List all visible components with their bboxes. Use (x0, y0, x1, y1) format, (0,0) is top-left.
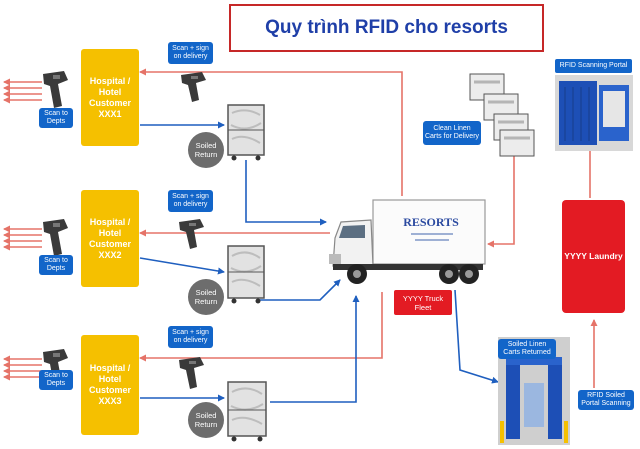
clean-linen-carts-image (468, 72, 536, 158)
rfid-portal-image (555, 75, 633, 151)
rfid-scanner-icon (178, 69, 210, 103)
clean-linen-carts-label: Clean Linen Carts for Delivery (423, 121, 481, 145)
rfid-soiled-portal-label: RFID Soiled Portal Scanning (578, 390, 634, 410)
laundry-box: YYYY Laundry (562, 200, 625, 313)
scan-to-depts-label-3: Scan to Depts (39, 370, 73, 390)
scan-to-depts-label-2: Scan to Depts (39, 255, 73, 275)
soiled-linen-bag-3 (226, 380, 268, 442)
customer-box-2: Hospital / Hotel Customer XXX2 (81, 190, 139, 287)
scan-to-depts-label-1: Scan to Depts (39, 108, 73, 128)
rfid-scanner-icon (40, 346, 72, 388)
rfid-scanning-portal-label: RFID Scanning Portal (555, 59, 632, 73)
soiled-return-label-1: Soiled Return (188, 132, 224, 168)
scan-sign-delivery-label-2: Scan + sign on delivery (168, 190, 213, 212)
delivery-truck-image: RESORTS (327, 196, 487, 288)
scan-sign-delivery-label-1: Scan + sign on delivery (168, 42, 213, 64)
soiled-linen-bag-2 (226, 244, 266, 304)
dept-arrows-3 (3, 355, 42, 381)
truck-fleet-label: YYYY Truck Fleet (394, 290, 452, 315)
page-title: Quy trình RFID cho resorts (229, 4, 544, 52)
rfid-scanner-icon (176, 216, 208, 250)
scan-sign-delivery-label-3: Scan + sign on delivery (168, 326, 213, 348)
return-arrows (139, 121, 499, 403)
customer-box-3: Hospital / Hotel Customer XXX3 (81, 335, 139, 435)
rfid-scanner-icon (40, 216, 72, 258)
soiled-carts-returned-label: Soiled Linen Carts Returned (498, 339, 556, 359)
soiled-return-label-2: Soiled Return (188, 279, 224, 315)
rfid-scanner-icon (40, 68, 72, 110)
customer-box-1: Hospital / Hotel Customer XXX1 (81, 49, 139, 146)
rfid-scanner-icon (176, 354, 208, 390)
dept-arrows-2 (3, 225, 42, 251)
soiled-return-label-3: Soiled Return (188, 402, 224, 438)
soiled-linen-bag-1 (226, 103, 266, 161)
truck-brand: RESORTS (403, 215, 459, 229)
dept-arrows-1 (3, 78, 42, 104)
